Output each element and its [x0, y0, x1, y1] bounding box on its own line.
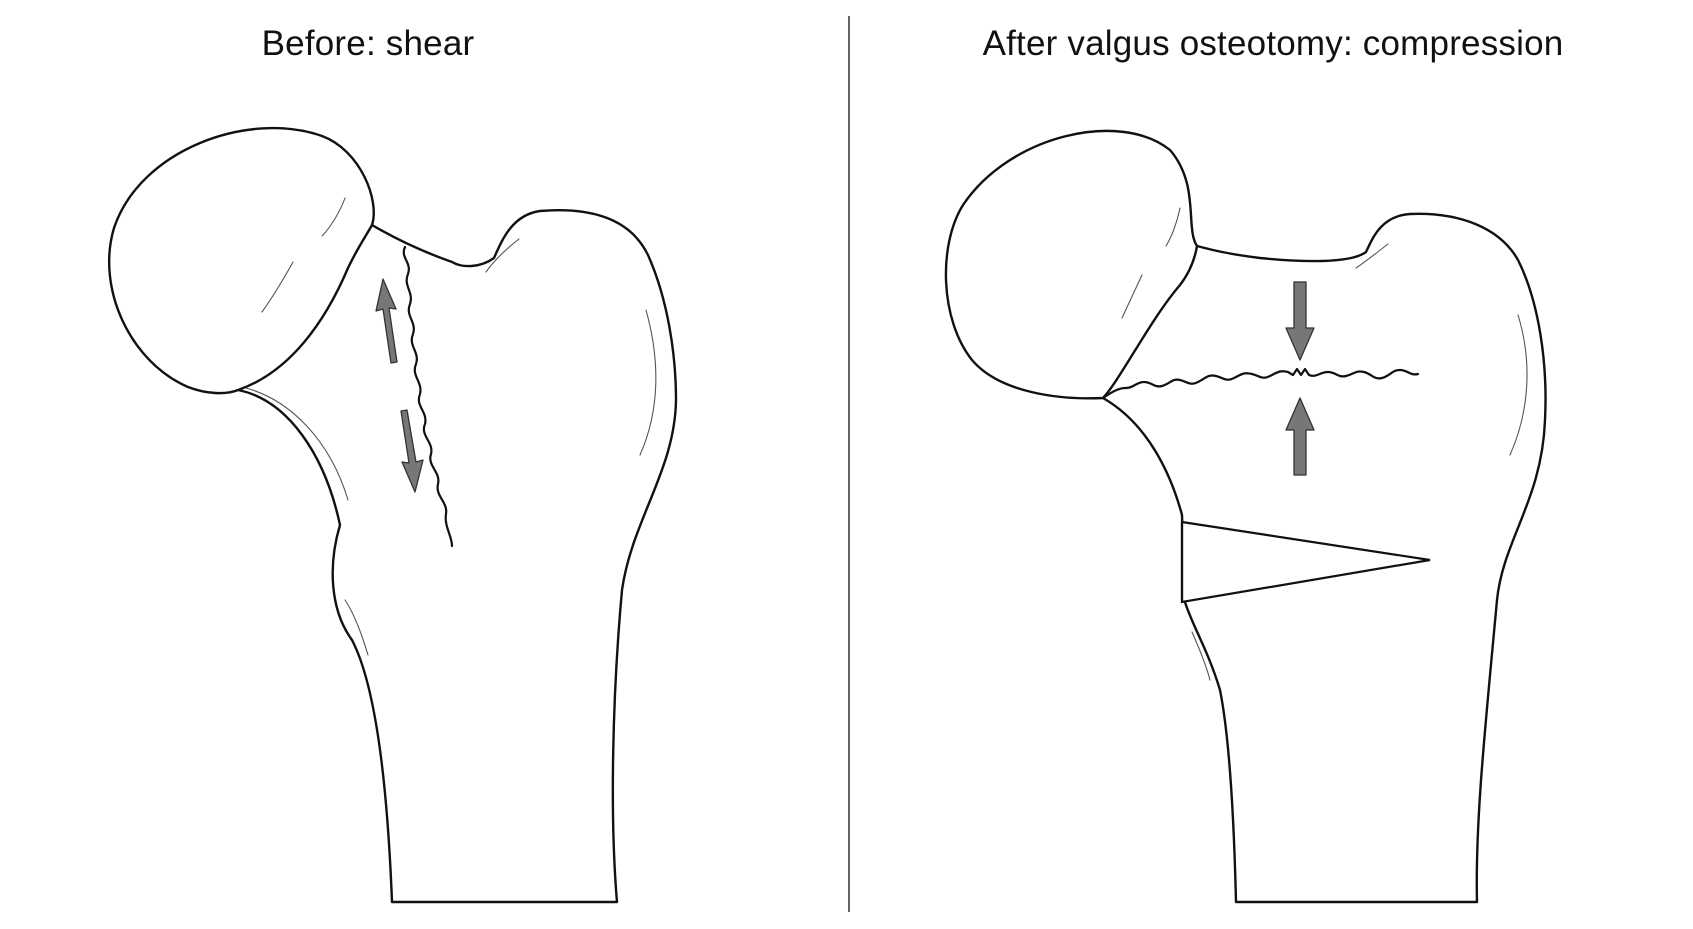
- right-femoral-head: [944, 129, 1199, 400]
- compression-arrow-up-icon: [1285, 397, 1315, 476]
- compression-arrow-down-icon: [1285, 281, 1315, 361]
- left-vertical-fracture-line: [402, 245, 454, 548]
- left-trochanter-detail-2: [639, 309, 657, 456]
- left-femoral-head: [108, 127, 375, 395]
- right-trochanter-detail-1: [1355, 243, 1389, 269]
- left-head-detail-1: [321, 197, 346, 237]
- left-neck-detail: [245, 387, 349, 501]
- right-horizontal-fracture-line: [1101, 367, 1420, 400]
- shear-arrow-up-icon: [375, 278, 398, 364]
- shear-arrow-down-icon: [400, 409, 424, 493]
- left-trochanter-detail-1: [485, 238, 520, 273]
- left-shaft-detail: [344, 599, 369, 656]
- right-panel-title: After valgus osteotomy: compression: [982, 24, 1564, 63]
- right-shaft-detail: [1191, 631, 1211, 681]
- left-panel-title: Before: shear: [261, 24, 475, 63]
- right-head-detail-2: [1121, 274, 1143, 319]
- right-head-detail-1: [1165, 207, 1181, 247]
- left-panel: [108, 127, 678, 904]
- left-head-detail-2: [261, 261, 294, 313]
- right-panel: [944, 129, 1547, 904]
- right-trochanter-detail-2: [1509, 314, 1528, 456]
- left-femur-outline: [236, 209, 678, 904]
